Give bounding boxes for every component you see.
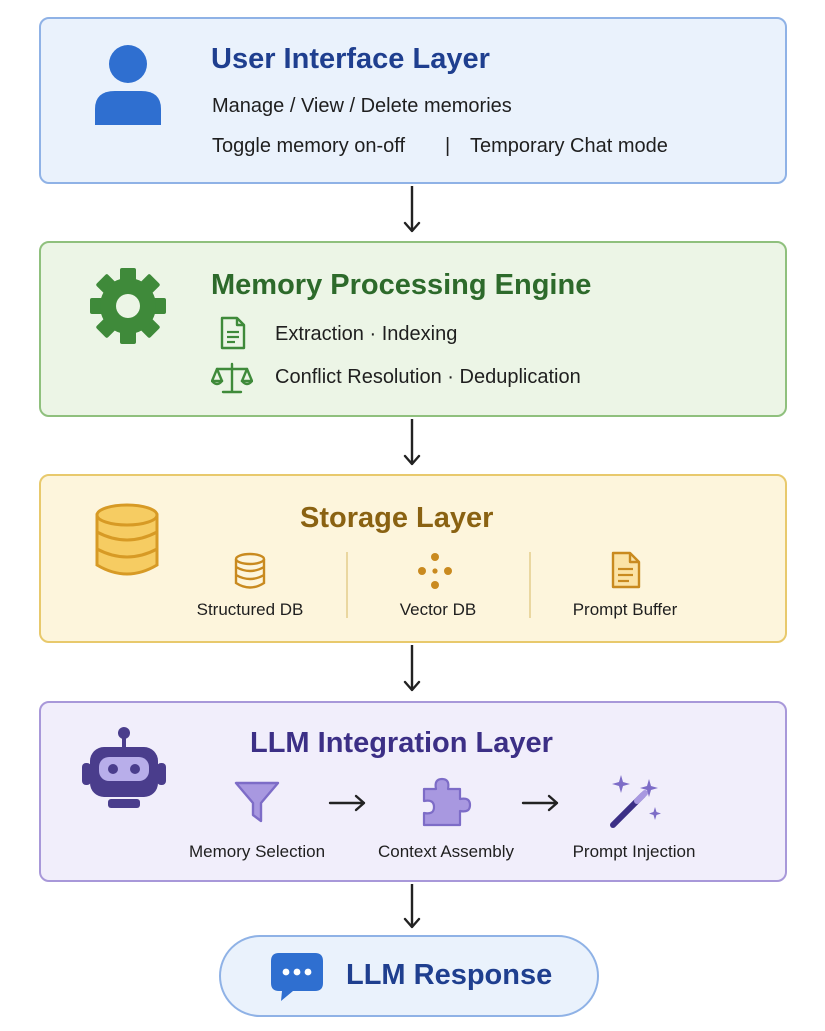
ui-layer-line-toggle: Toggle memory on-off	[212, 135, 406, 157]
llm-step-memory-selection: Memory Selection	[188, 842, 326, 861]
user-interface-layer: User Interface Layer Manage / View / Del…	[39, 17, 787, 184]
chat-bubble-icon	[271, 953, 323, 1001]
ui-layer-title: User Interface Layer	[211, 43, 490, 75]
vector-dots-icon	[418, 553, 452, 589]
flow-arrow-llm-to-response	[403, 884, 421, 929]
llm-integration-layer: LLM Integration Layer Memory Selection C…	[39, 701, 787, 882]
flow-arrow-engine-to-storage	[403, 419, 421, 466]
flow-arrow-storage-to-llm	[403, 645, 421, 692]
llm-step-prompt-injection: Prompt Injection	[572, 842, 696, 861]
arrow-right-icon	[328, 794, 366, 812]
gear-icon	[90, 268, 166, 344]
puzzle-icon	[422, 777, 472, 827]
storage-item-vector-db: Vector DB	[399, 600, 477, 619]
llm-layer-title: LLM Integration Layer	[250, 727, 553, 759]
database-icon	[234, 552, 266, 589]
user-icon	[95, 45, 161, 125]
engine-row-extraction-indexing: Extraction · Indexing	[275, 323, 458, 345]
scales-icon	[211, 362, 253, 394]
ui-layer-line-temporary-chat: Temporary Chat mode	[470, 135, 668, 157]
storage-divider	[529, 552, 531, 618]
database-icon	[95, 503, 159, 576]
engine-row-conflict-dedup: Conflict Resolution · Deduplication	[275, 366, 581, 388]
storage-divider	[346, 552, 348, 618]
llm-step-context-assembly: Context Assembly	[377, 842, 515, 861]
storage-item-structured-db: Structured DB	[196, 600, 304, 619]
magic-wand-icon	[610, 775, 661, 828]
document-icon	[611, 551, 641, 589]
storage-layer-title: Storage Layer	[300, 502, 494, 534]
ui-layer-line-separator: |	[445, 135, 451, 157]
arrow-right-icon	[521, 794, 559, 812]
robot-icon	[82, 727, 166, 808]
storage-layer: Storage Layer Structured DB Vector DB Pr…	[39, 474, 787, 643]
flow-arrow-ui-to-engine	[403, 186, 421, 233]
memory-processing-engine-layer: Memory Processing Engine Extraction · In…	[39, 241, 787, 417]
llm-response-node: LLM Response	[219, 935, 599, 1017]
funnel-icon	[234, 781, 280, 823]
storage-item-prompt-buffer: Prompt Buffer	[572, 600, 678, 619]
document-icon	[220, 316, 246, 350]
llm-response-label: LLM Response	[346, 959, 553, 991]
ui-layer-line-memories: Manage / View / Delete memories	[212, 95, 512, 117]
engine-layer-title: Memory Processing Engine	[211, 269, 592, 301]
